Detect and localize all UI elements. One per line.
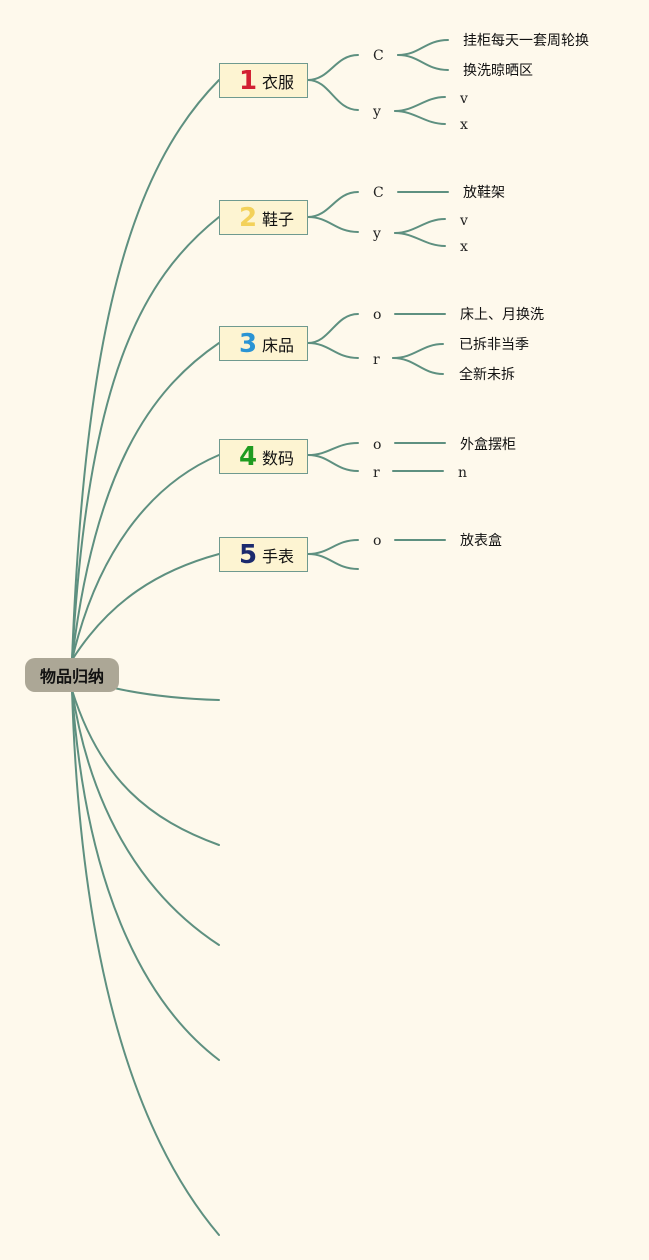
topic-label: 床品 xyxy=(262,335,295,355)
leaf-label[interactable]: 外盒摆柜 xyxy=(460,437,516,453)
number-2-icon: 2 xyxy=(238,202,258,233)
topic-label: 数码 xyxy=(262,448,295,468)
topic-label: 鞋子 xyxy=(262,209,295,229)
t1-link-y xyxy=(307,79,359,111)
t1y-leaf-1 xyxy=(394,96,446,112)
root-link-empty-1 xyxy=(113,687,220,701)
leaf-label[interactable]: 挂柜每天一套周轮换 xyxy=(463,33,589,49)
t3-link-o xyxy=(307,313,359,344)
branch-label[interactable]: C xyxy=(373,185,384,201)
leaf-label[interactable]: x xyxy=(460,239,468,255)
t5-link-2 xyxy=(307,553,359,570)
root-link-empty-2 xyxy=(71,689,220,846)
topic-label: 手表 xyxy=(262,546,295,566)
number-5-icon: 5 xyxy=(238,539,258,570)
root-link-3 xyxy=(71,342,220,661)
branch-label[interactable]: r xyxy=(373,465,380,481)
t2y-leaf-2 xyxy=(394,232,446,247)
root-link-empty-4 xyxy=(71,689,220,1061)
leaf-label[interactable]: 放表盒 xyxy=(460,533,502,549)
root-link-empty-5 xyxy=(71,689,220,1236)
leaf-label[interactable]: 放鞋架 xyxy=(463,185,505,201)
number-4-icon: 4 xyxy=(238,441,258,472)
topic-digital[interactable]: 4 数码 xyxy=(219,439,308,474)
root-label: 物品归纳 xyxy=(39,667,104,686)
t5-link-o xyxy=(307,539,359,555)
topic-watch[interactable]: 5 手表 xyxy=(219,537,308,572)
t4-link-r xyxy=(307,454,359,472)
root-link-2 xyxy=(71,216,220,661)
t4-link-o xyxy=(307,442,359,456)
t1c-leaf-1 xyxy=(397,39,449,56)
t2-link-c xyxy=(307,191,359,218)
t3r-leaf-2 xyxy=(392,357,444,375)
branch-label[interactable]: C xyxy=(373,48,384,64)
leaf-label[interactable]: n xyxy=(458,465,468,481)
leaf-label[interactable]: 全新未拆 xyxy=(459,367,515,383)
t2-link-y xyxy=(307,216,359,233)
t3-link-r xyxy=(307,342,359,359)
topic-clothes[interactable]: 1 衣服 xyxy=(219,63,308,98)
leaf-label[interactable]: v xyxy=(460,213,468,229)
t2y-leaf-1 xyxy=(394,218,446,234)
branch-label[interactable]: r xyxy=(373,352,380,368)
leaf-label[interactable]: v xyxy=(460,91,468,107)
root-link-1 xyxy=(71,79,220,661)
leaf-label[interactable]: 换洗晾晒区 xyxy=(463,63,533,79)
topic-label: 衣服 xyxy=(262,72,295,92)
branch-label[interactable]: o xyxy=(373,437,382,453)
root-link-empty-3 xyxy=(71,689,220,946)
leaf-label[interactable]: 已拆非当季 xyxy=(459,337,529,353)
branch-label[interactable]: o xyxy=(373,307,382,323)
branch-label[interactable]: y xyxy=(373,226,381,242)
t1y-leaf-2 xyxy=(394,110,446,125)
number-3-icon: 3 xyxy=(238,328,258,359)
branch-label[interactable]: y xyxy=(373,104,381,120)
topic-shoes[interactable]: 2 鞋子 xyxy=(219,200,308,235)
leaf-label[interactable]: x xyxy=(460,117,468,133)
root-link-4 xyxy=(71,454,220,661)
t3r-leaf-1 xyxy=(392,343,444,359)
branch-label[interactable]: o xyxy=(373,533,382,549)
leaf-label[interactable]: 床上、月换洗 xyxy=(460,307,544,323)
topic-bedding[interactable]: 3 床品 xyxy=(219,326,308,361)
t1c-leaf-2 xyxy=(397,54,449,71)
root-link-5 xyxy=(71,553,220,661)
root-node[interactable]: 物品归纳 xyxy=(25,658,119,692)
t1-link-c xyxy=(307,54,359,81)
number-1-icon: 1 xyxy=(238,65,258,96)
